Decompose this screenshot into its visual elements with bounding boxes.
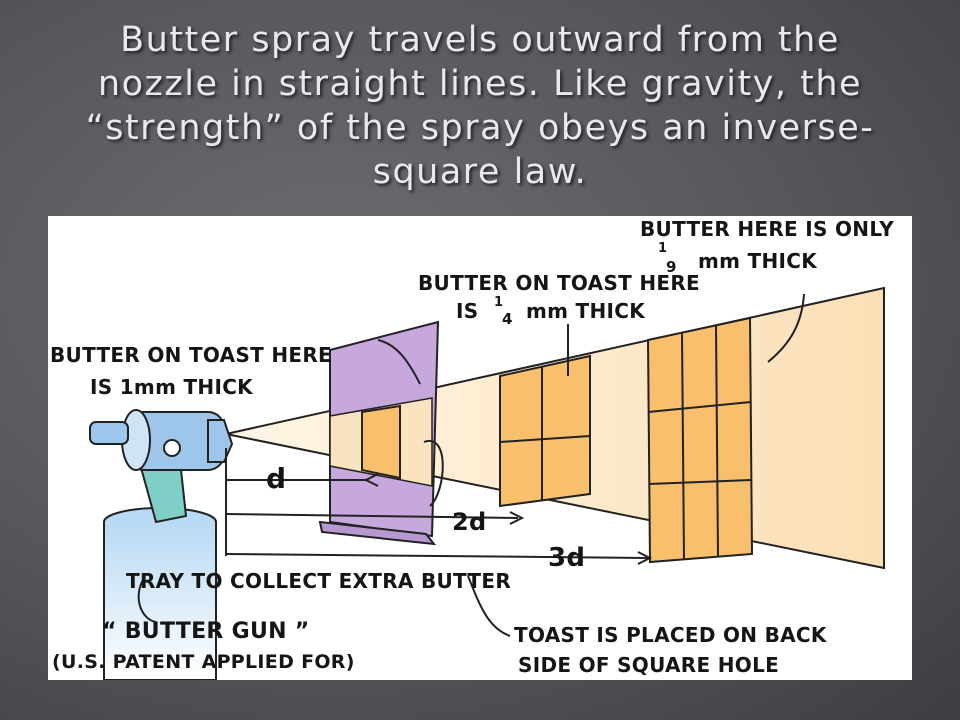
toast-1mm <box>361 404 401 480</box>
title-line-3: “strength” of the spray obeys an inverse… <box>85 108 875 148</box>
label-quarter-denominator: 4 <box>502 310 513 328</box>
label-ninth-line1: BUTTER HERE IS ONLY <box>640 217 894 241</box>
label-1mm-line1: BUTTER ON TOAST HERE <box>50 343 332 367</box>
distance-3d-label: 3d <box>548 543 585 573</box>
title-line-2: nozzle in straight lines. Like gravity, … <box>97 64 863 104</box>
label-quarter-numerator: 1 <box>494 295 503 310</box>
distance-2d-label: 2d <box>452 508 486 536</box>
title-line-4: square law. <box>372 152 588 192</box>
toast-quarter-mm <box>499 354 591 508</box>
label-quarter-line1: BUTTER ON TOAST HERE <box>418 271 700 295</box>
diagram-canvas: BUTTER ON TOAST HERE IS 1mm THICK BUTTER… <box>50 217 894 680</box>
label-1mm-line2: IS 1mm THICK <box>90 375 254 399</box>
butter-gun-label: “ BUTTER GUN ” <box>102 619 310 644</box>
title-line-1: Butter spray travels outward from the <box>120 20 840 60</box>
patent-label: (U.S. PATENT APPLIED FOR) <box>52 651 355 673</box>
label-ninth-numerator: 1 <box>658 241 667 256</box>
toast-note-line2: SIDE OF SQUARE HOLE <box>518 653 779 677</box>
toast-ninth-mm <box>646 316 754 564</box>
distance-d-label: d <box>266 462 286 495</box>
butter-tray <box>318 520 437 546</box>
butter-gun-diagram: BUTTER ON TOAST HERE IS 1mm THICK BUTTER… <box>48 216 912 680</box>
label-quarter-is: IS <box>456 299 478 323</box>
label-quarter-line2: mm THICK <box>526 299 646 323</box>
label-ninth-line2: mm THICK <box>698 249 818 273</box>
toast-note-line1: TOAST IS PLACED ON BACK <box>514 623 828 647</box>
slide-title: Butter spray travels outward from the no… <box>60 18 900 194</box>
tray-label: TRAY TO COLLECT EXTRA BUTTER <box>126 569 511 593</box>
label-ninth-denominator: 9 <box>666 258 677 276</box>
